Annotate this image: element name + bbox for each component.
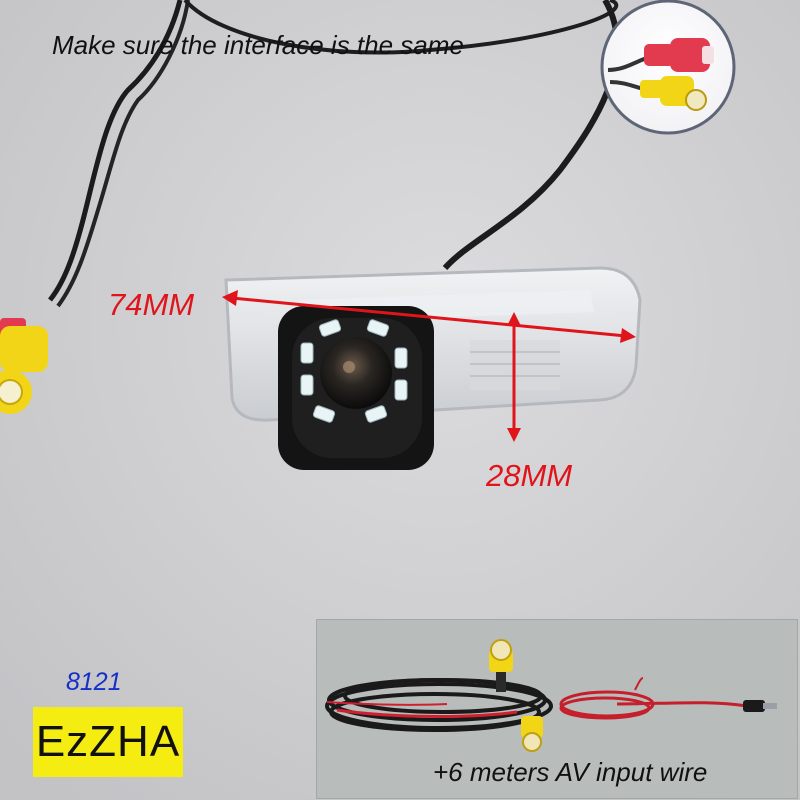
dimension-arrows <box>222 290 636 442</box>
inset-caption: +6 meters AV input wire <box>433 757 708 787</box>
led-icon <box>394 347 408 369</box>
power-cable <box>56 0 190 308</box>
led-icon <box>300 374 314 396</box>
camera-module <box>278 306 434 470</box>
connector-preview-bubble <box>600 0 736 135</box>
rca-connector-icon <box>685 89 707 111</box>
wire-inset-panel: +6 meters AV input wire <box>316 619 798 799</box>
video-cable <box>48 0 183 302</box>
led-icon <box>366 319 390 337</box>
led-icon <box>364 405 388 423</box>
brand-name: EzZHA <box>35 717 181 766</box>
model-code: 8121 <box>66 668 122 696</box>
width-arrow <box>231 296 627 338</box>
rca-connector-icon <box>489 639 513 692</box>
width-dimension-label: 74MM <box>108 287 195 322</box>
av-wire-coil <box>325 678 553 732</box>
cable-loop <box>183 0 619 55</box>
led-icon <box>312 405 336 423</box>
led-icon <box>394 379 408 401</box>
brand-badge: EzZHA <box>33 707 183 777</box>
camera-lens-icon <box>320 337 392 409</box>
led-icon <box>300 342 314 364</box>
av-wire-photo <box>317 620 797 798</box>
rca-connector-icon <box>0 318 48 414</box>
led-icon <box>318 319 342 337</box>
rca-connector-icon <box>521 716 543 752</box>
dc-plug-icon <box>743 700 777 712</box>
interface-caption: Make sure the interface is the same <box>52 30 464 60</box>
height-dimension-label: 28MM <box>486 458 573 493</box>
